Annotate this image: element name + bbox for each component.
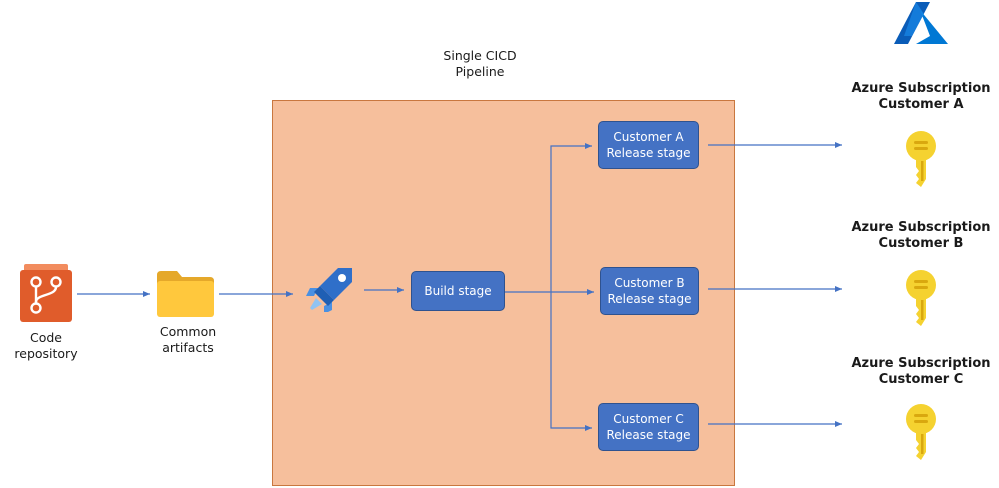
pipeline-title-line2: Pipeline	[455, 64, 505, 79]
release-stage-customer-c: Customer C Release stage	[598, 403, 699, 451]
artifacts-label: Common artifacts	[148, 324, 228, 356]
key-icon	[906, 404, 936, 460]
arrow-build-to-c	[550, 292, 592, 431]
release-stage-a-line1: Customer A	[613, 130, 684, 144]
arrow-build-to-a	[550, 143, 592, 292]
subscription-a-label: Azure Subscription Customer A	[846, 81, 996, 113]
folder-icon	[157, 271, 214, 317]
release-stage-customer-a: Customer A Release stage	[598, 121, 699, 169]
repo-label-line1: Code	[29, 330, 62, 345]
release-stage-c-line2: Release stage	[606, 428, 691, 442]
artifacts-label-line1: Common	[159, 324, 217, 339]
subscription-b-line2: Customer B	[878, 236, 964, 251]
release-stage-c-line1: Customer C	[613, 412, 684, 426]
release-stage-b-line2: Release stage	[607, 292, 692, 306]
artifacts-label-line2: artifacts	[162, 340, 214, 355]
release-stage-a-line2: Release stage	[606, 146, 691, 160]
build-stage-label: Build stage	[424, 284, 492, 298]
subscription-a-line1: Azure Subscription	[851, 81, 991, 96]
subscription-c-label: Azure Subscription Customer C	[846, 356, 996, 388]
repo-icon	[20, 264, 72, 322]
azure-pipelines-icon	[306, 268, 352, 312]
subscription-b-label: Azure Subscription Customer B	[846, 220, 996, 252]
pipeline-title: Single CICD Pipeline	[420, 48, 540, 80]
subscription-a-line2: Customer A	[878, 97, 964, 112]
repo-label: Code repository	[6, 330, 86, 362]
subscription-c-line1: Azure Subscription	[851, 356, 991, 371]
pipeline-title-line1: Single CICD	[443, 48, 517, 63]
azure-logo-icon	[894, 2, 948, 44]
key-icon	[906, 270, 936, 326]
key-icon	[906, 131, 936, 187]
release-stage-b-line1: Customer B	[614, 276, 685, 290]
subscription-b-line1: Azure Subscription	[851, 220, 991, 235]
repo-label-line2: repository	[14, 346, 78, 361]
subscription-c-line2: Customer C	[878, 372, 964, 387]
build-stage: Build stage	[411, 271, 505, 311]
release-stage-customer-b: Customer B Release stage	[600, 267, 699, 315]
